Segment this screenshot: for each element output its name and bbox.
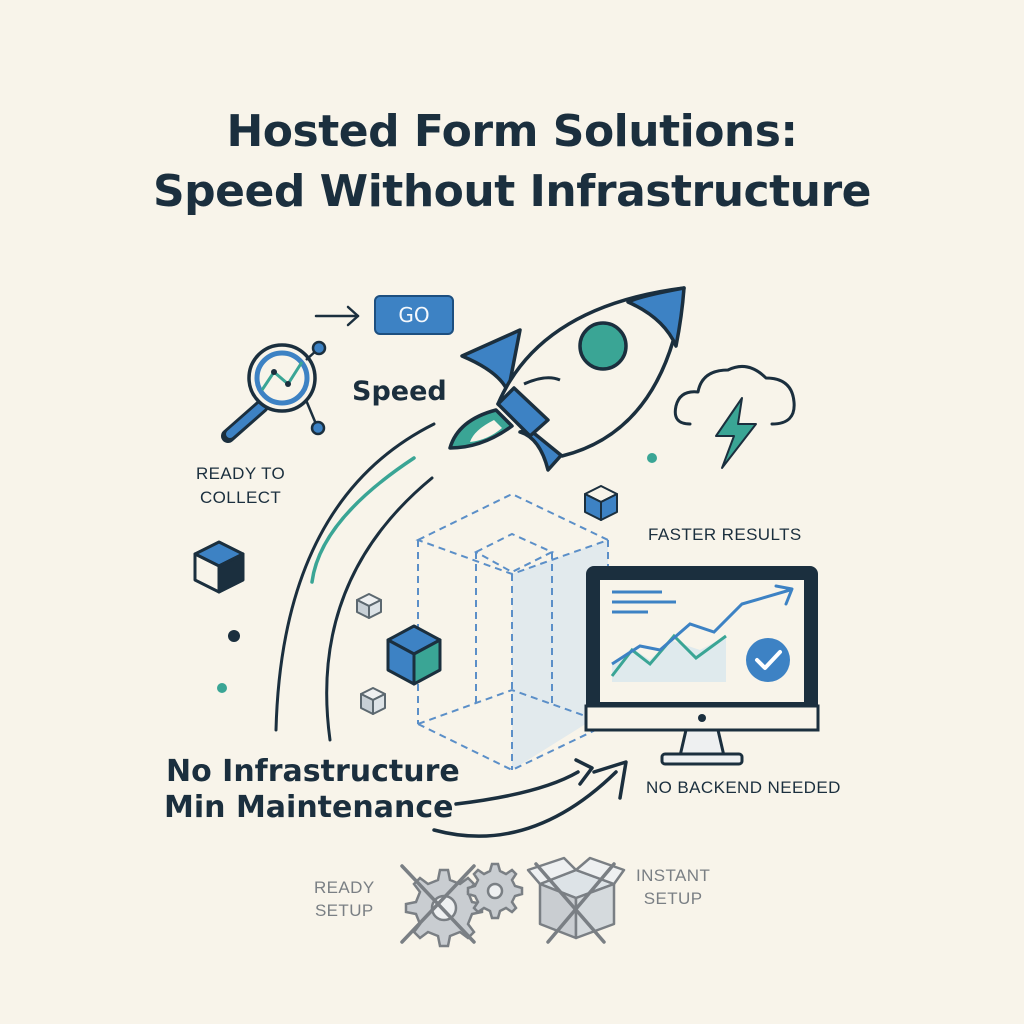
page-title-line-2: Speed Without Infrastructure <box>152 166 872 217</box>
crossed-gears-icon <box>400 862 524 948</box>
ready-setup-label: READY SETUP <box>314 878 375 920</box>
check-badge-icon <box>746 638 790 682</box>
cube-icon-large-left <box>193 540 245 594</box>
ready-to-collect-label: READY TO COLLECT <box>196 464 286 507</box>
swoosh-arcs <box>274 422 436 742</box>
no-infrastructure-label: No Infrastructure <box>166 754 460 789</box>
crossed-box-icon <box>526 856 626 944</box>
navy-dot <box>228 630 240 642</box>
cube-icon-medium <box>386 624 442 686</box>
faster-results-label: FASTER RESULTS <box>648 525 802 544</box>
no-backend-label: NO BACKEND NEEDED <box>646 778 841 797</box>
instant-setup-label: INSTANT SETUP <box>636 866 711 908</box>
go-button[interactable]: GO <box>374 295 454 335</box>
cube-icon-tiny-2 <box>360 687 386 715</box>
cube-icon-tiny-1 <box>356 593 382 619</box>
cube-icon-small-top <box>584 485 618 521</box>
curved-arrow-icon <box>432 758 628 838</box>
page-title-line-1: Hosted Form Solutions: <box>226 106 798 157</box>
cloud-lightning-icon <box>673 364 796 469</box>
arrow-right-icon <box>314 305 360 327</box>
wireframe-box-icon <box>415 492 611 772</box>
speed-label: Speed <box>352 376 447 407</box>
rocket-icon <box>448 286 686 472</box>
min-maintenance-label: Min Maintenance <box>164 790 454 825</box>
teal-dot-small <box>217 683 227 693</box>
magnifier-chart-icon <box>221 340 327 443</box>
teal-dot <box>647 453 657 463</box>
